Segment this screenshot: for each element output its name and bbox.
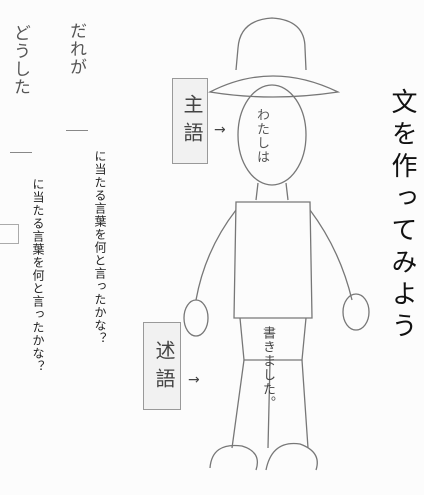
predicate-term: 述語	[152, 340, 176, 396]
who-label: だれが	[66, 22, 86, 76]
what-did-label: どうした	[10, 24, 30, 96]
figure-face-text: わたしは	[254, 108, 269, 164]
what-did-label-underline	[10, 152, 32, 153]
left-frame-line	[0, 224, 19, 244]
worksheet-title: 文を作ってみよう	[387, 88, 417, 344]
predicate-arrow: →	[188, 372, 200, 388]
subject-arrow: →	[214, 122, 226, 138]
who-question: に当たる言葉を何と言ったかな？	[93, 150, 107, 345]
who-label-underline	[66, 130, 88, 131]
subject-term: 主語	[180, 94, 204, 150]
figure-body-text: 書きました。	[260, 326, 275, 410]
predicate-box	[143, 322, 181, 410]
what-did-question: に当たる言葉を何と言ったかな？	[31, 178, 45, 373]
subject-box	[172, 78, 208, 164]
